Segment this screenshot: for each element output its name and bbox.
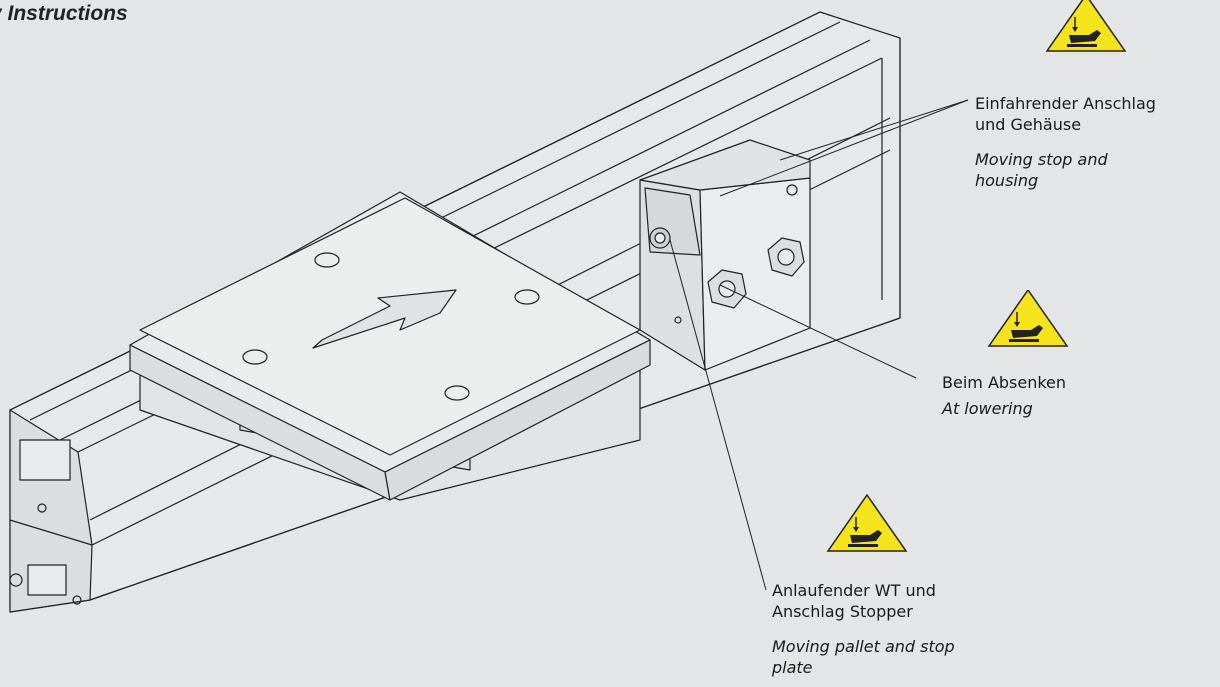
label-de-line: Einfahrender Anschlag xyxy=(975,94,1156,113)
label-en-line: plate xyxy=(772,658,813,677)
label-moving-pallet: Anlaufender WT und Anschlag Stopper Movi… xyxy=(772,580,955,678)
crush-hazard-warning-icon xyxy=(987,290,1069,347)
label-moving-stop: Einfahrender Anschlag und Gehäuse Moving… xyxy=(975,93,1156,191)
label-de-line: Anschlag Stopper xyxy=(772,602,913,621)
arrow-direction-icon xyxy=(312,289,457,349)
label-en-line: Moving stop and xyxy=(975,150,1108,169)
label-de-line: Anlaufender WT und xyxy=(772,581,936,600)
pallet-hole xyxy=(242,349,268,365)
label-de-line: und Gehäuse xyxy=(975,115,1082,134)
label-en-line: At lowering xyxy=(942,399,1033,418)
page-header-title: y Instructions xyxy=(0,2,128,25)
label-de-line: Beim Absenken xyxy=(942,373,1067,392)
label-en-line: housing xyxy=(975,171,1039,190)
label-en-line: Moving pallet and stop xyxy=(772,637,955,656)
pallet-hole xyxy=(514,289,540,305)
crush-hazard-warning-icon xyxy=(826,493,908,552)
pallet-hole xyxy=(314,252,340,268)
crush-hazard-warning-icon xyxy=(1045,0,1127,52)
pallet-hole xyxy=(444,385,470,401)
rail-slot xyxy=(19,439,71,481)
label-lowering: Beim Absenken At lowering xyxy=(942,372,1066,419)
